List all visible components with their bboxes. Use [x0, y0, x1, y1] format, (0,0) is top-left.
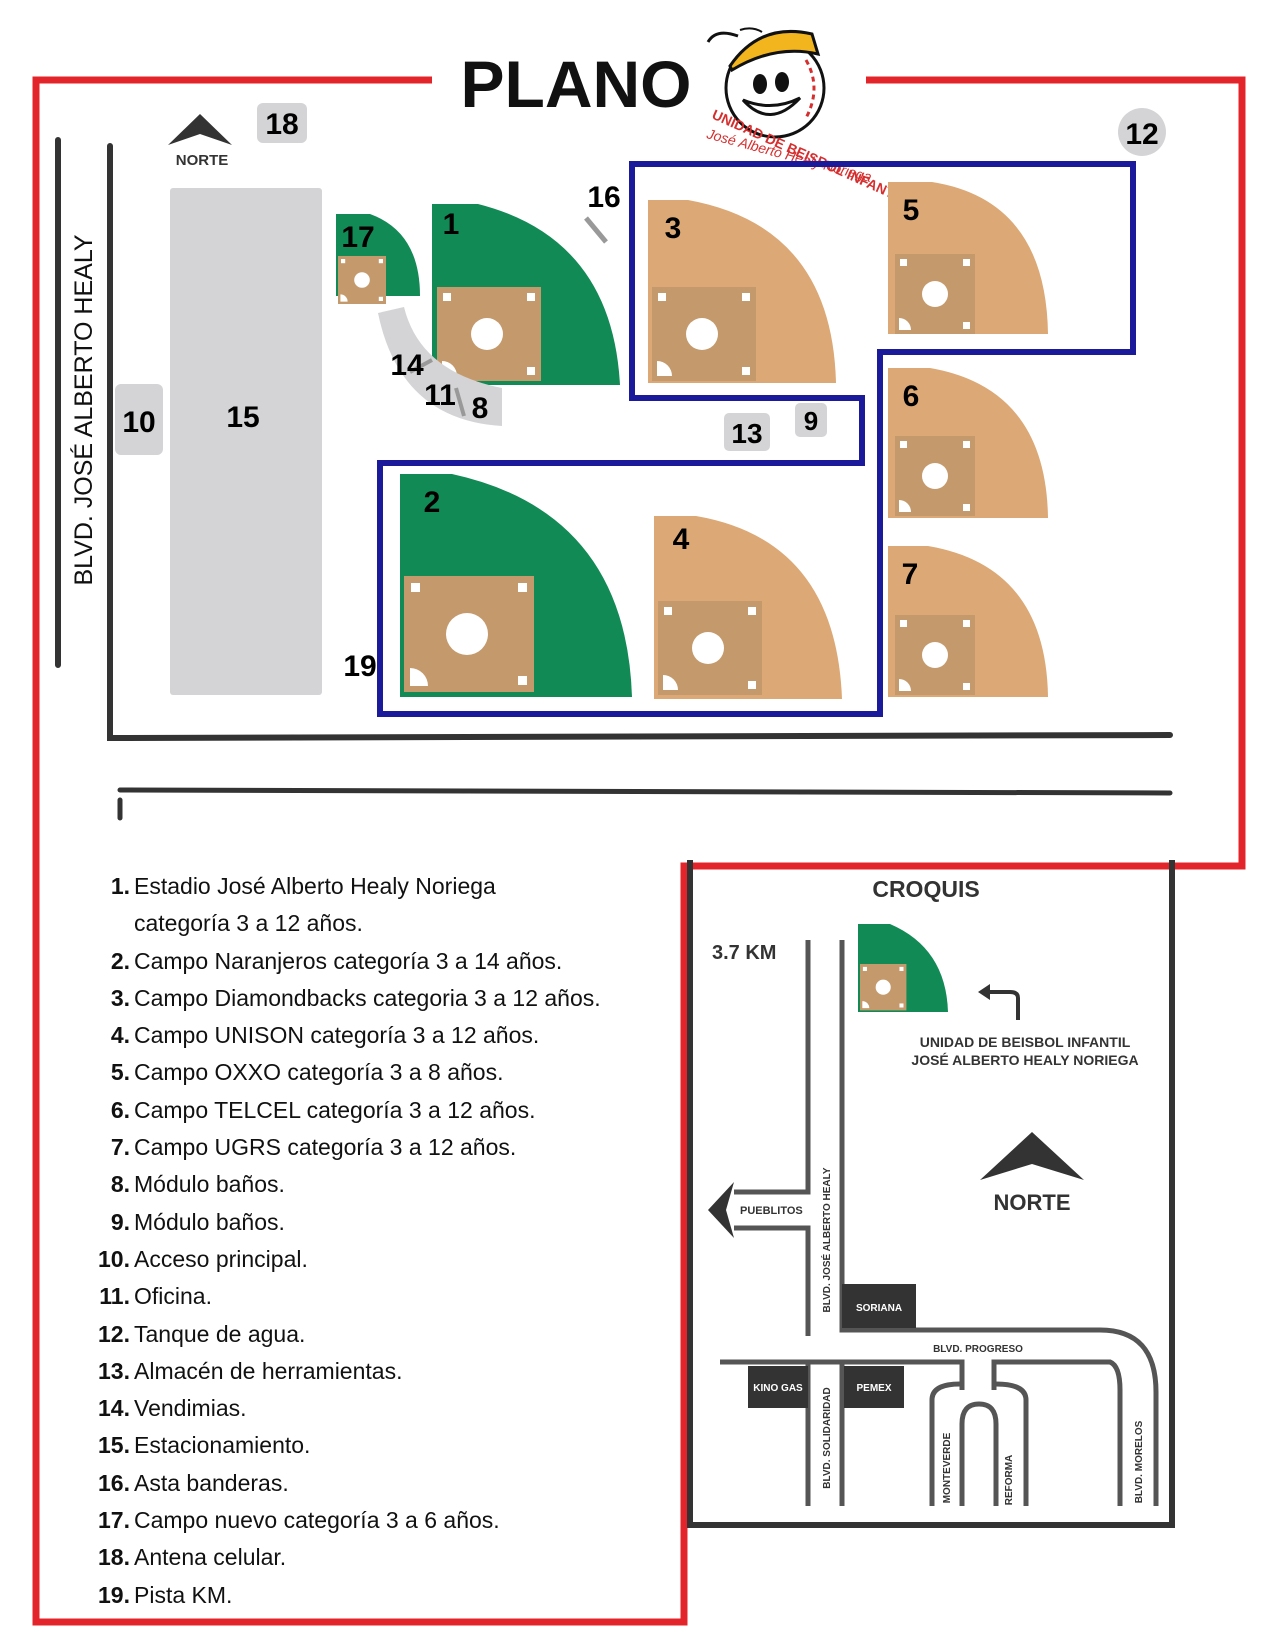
marker-13: 13	[731, 418, 762, 449]
grandstand	[378, 307, 502, 426]
road-healy	[55, 137, 1173, 742]
antenna-box	[257, 103, 307, 143]
croquis-distance: 3.7 KM	[712, 942, 776, 964]
legend-item: 2.Campo Naranjeros categoría 3 a 14 años…	[110, 947, 563, 974]
marker-18: 18	[265, 108, 298, 141]
legend-item: 16.Asta banderas.	[98, 1469, 289, 1496]
legend-item: 18.Antena celular.	[98, 1544, 287, 1571]
main-access	[115, 384, 163, 455]
marker-16: 16	[587, 181, 620, 214]
legend-item: 9.Módulo baños.	[110, 1208, 285, 1235]
legend-item: 12.Tanque de agua.	[98, 1320, 306, 1347]
croquis-kino-gas: KINO GAS	[753, 1383, 803, 1394]
croquis-destination-line1: UNIDAD DE BEISBOL INFANTIL	[920, 1034, 1131, 1050]
croquis-north-label: NORTE	[994, 1190, 1071, 1215]
legend-item: 4.Campo UNISON categoría 3 a 12 años.	[110, 1022, 540, 1049]
legend-item: 13.Almacén de herramientas.	[98, 1357, 403, 1384]
legend-item: 3.Campo Diamondbacks categoria 3 a 12 añ…	[110, 984, 601, 1011]
legend-item: 14.Vendimias.	[98, 1395, 247, 1422]
legend-item: 8.Módulo baños.	[110, 1171, 285, 1198]
croquis-pueblitos: PUEBLITOS	[740, 1205, 803, 1217]
croquis-reforma: REFORMA	[1004, 1455, 1015, 1506]
flagpole	[584, 216, 608, 244]
croquis-pemex: PEMEX	[856, 1383, 891, 1394]
water-tank	[1118, 108, 1166, 156]
legend-item: 19.Pista KM.	[98, 1581, 233, 1608]
croquis-monteverde: MONTEVERDE	[942, 1432, 953, 1503]
marker-4: 4	[673, 523, 690, 556]
croquis-blvd-progreso: BLVD. PROGRESO	[933, 1344, 1023, 1355]
logo: UNIDAD DE BEISBOL INFANTIL José Alberto …	[704, 27, 909, 207]
marker-3: 3	[665, 212, 682, 245]
croquis-map	[687, 860, 1175, 1528]
marker-5: 5	[903, 194, 920, 227]
croquis-blvd-morelos: BLVD. MORELOS	[1134, 1420, 1145, 1503]
croquis-destination-line2: JOSÉ ALBERTO HEALY NORIEGA	[911, 1052, 1138, 1068]
tool-storage	[724, 413, 770, 451]
legend-item-continuation: categoría 3 a 12 años.	[134, 910, 363, 937]
marker-11: 11	[424, 379, 456, 412]
parking-lot	[170, 188, 322, 695]
legend-item: 11.Oficina.	[99, 1283, 212, 1310]
legend-item: 17.Campo nuevo categoría 3 a 6 años.	[98, 1507, 500, 1534]
marker-10: 10	[122, 406, 155, 439]
marker-2: 2	[424, 486, 441, 519]
north-label: NORTE	[176, 152, 229, 169]
fence-upper	[377, 161, 1136, 717]
marker-8: 8	[472, 392, 489, 425]
marker-1: 1	[443, 208, 460, 241]
road-label-healy: BLVD. JOSÉ ALBERTO HEALY	[69, 234, 98, 585]
north-arrow-icon	[168, 114, 232, 145]
croquis-blvd-solidaridad: BLVD. SOLIDARIDAD	[822, 1387, 833, 1488]
marker-12: 12	[1125, 118, 1158, 151]
restrooms-9	[795, 403, 827, 437]
road-lower	[117, 787, 1173, 821]
legend-item: 5.Campo OXXO categoría 3 a 8 años.	[110, 1059, 504, 1086]
site-boundary	[32, 76, 1246, 1626]
croquis-blvd-healy: BLVD. JOSÉ ALBERTO HEALY	[820, 1167, 833, 1312]
marker-17: 17	[341, 221, 374, 254]
marker-15: 15	[226, 401, 259, 434]
legend-item: 1.Estadio José Alberto Healy Noriega	[110, 873, 496, 899]
marker-7: 7	[902, 558, 919, 591]
marker-6: 6	[903, 380, 920, 413]
legend-item: 15.Estacionamiento.	[98, 1432, 311, 1459]
legend-item: 6.Campo TELCEL categoría 3 a 12 años.	[110, 1096, 536, 1123]
croquis-soriana: SORIANA	[856, 1303, 902, 1314]
marker-14: 14	[390, 349, 424, 382]
legend-item: 7.Campo UGRS categoría 3 a 12 años.	[110, 1134, 517, 1161]
marker-9: 9	[804, 406, 818, 436]
page-title: PLANO	[461, 47, 692, 121]
legend-item: 10.Acceso principal.	[98, 1245, 308, 1272]
legend-list: 1.Estadio José Alberto Healy Noriega cat…	[86, 868, 646, 1614]
croquis-title: CROQUIS	[872, 876, 979, 902]
marker-19: 19	[343, 650, 376, 683]
